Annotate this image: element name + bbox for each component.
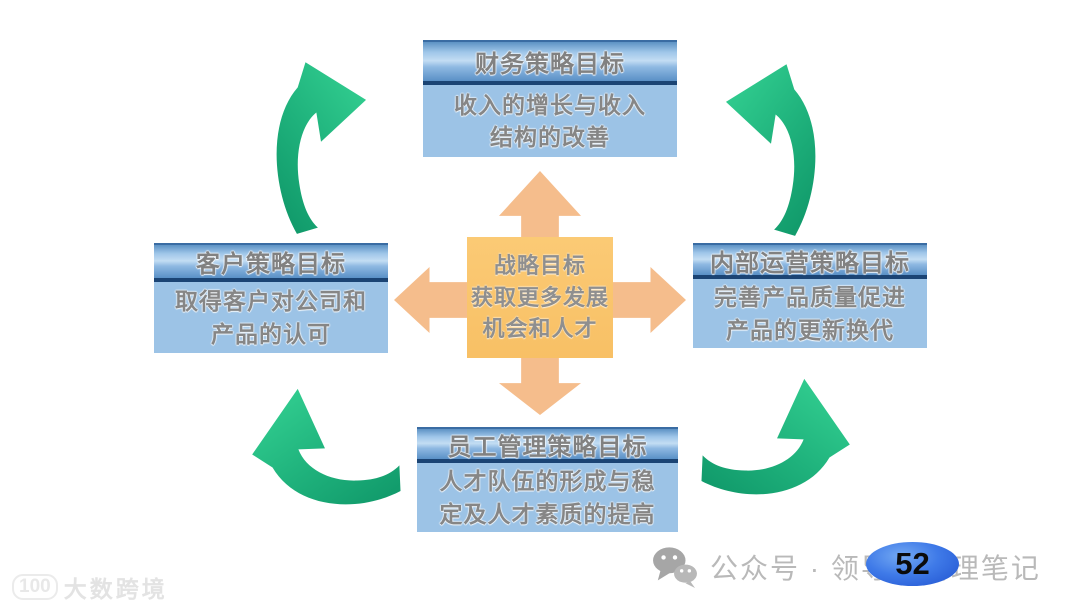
employee-goal-title: 员工管理策略目标: [417, 427, 678, 463]
operations-goal-box: 内部运营策略目标 完善产品质量促进 产品的更新换代: [693, 243, 927, 348]
center-arrow-left-icon: [394, 267, 468, 333]
financial-goal-body: 收入的增长与收入 结构的改善: [423, 85, 677, 157]
employee-goal-box: 员工管理策略目标 人才队伍的形成与稳 定及人才素质的提高: [417, 427, 678, 532]
center-arrow-up-icon: [499, 171, 581, 238]
strategic-goal-text: 战略目标 获取更多发展 机会和人才: [470, 252, 609, 342]
financial-goal-title: 财务策略目标: [423, 40, 677, 85]
customer-goal-title: 客户策略目标: [154, 243, 388, 282]
page-number-badge: 52: [866, 542, 959, 586]
employee-goal-body: 人才队伍的形成与稳 定及人才素质的提高: [417, 463, 678, 532]
curved-arrow-bottom-right: [687, 373, 856, 505]
curved-arrow-top-left: [276, 62, 367, 234]
center-arrow-down-icon: [499, 357, 581, 415]
center-arrow-right-icon: [612, 267, 686, 333]
watermark: 100 大数跨境: [12, 570, 168, 604]
customer-goal-box: 客户策略目标 取得客户对公司和 产品的认可: [154, 243, 388, 353]
curved-arrow-bottom-left: [246, 383, 415, 515]
page-number: 52: [895, 546, 930, 581]
credit-line: 公众号 · 领导者管理笔记: [652, 546, 1041, 588]
watermark-logo: 100: [12, 574, 58, 600]
curved-arrow-top-right: [725, 64, 816, 236]
financial-goal-box: 财务策略目标 收入的增长与收入 结构的改善: [423, 40, 677, 157]
watermark-text: 大数跨境: [63, 576, 168, 602]
strategic-goal-box: 战略目标 获取更多发展 机会和人才: [467, 237, 613, 358]
operations-goal-title: 内部运营策略目标: [693, 243, 927, 279]
wechat-icon: [653, 547, 697, 588]
customer-goal-body: 取得客户对公司和 产品的认可: [154, 282, 388, 353]
operations-goal-body: 完善产品质量促进 产品的更新换代: [693, 279, 927, 348]
